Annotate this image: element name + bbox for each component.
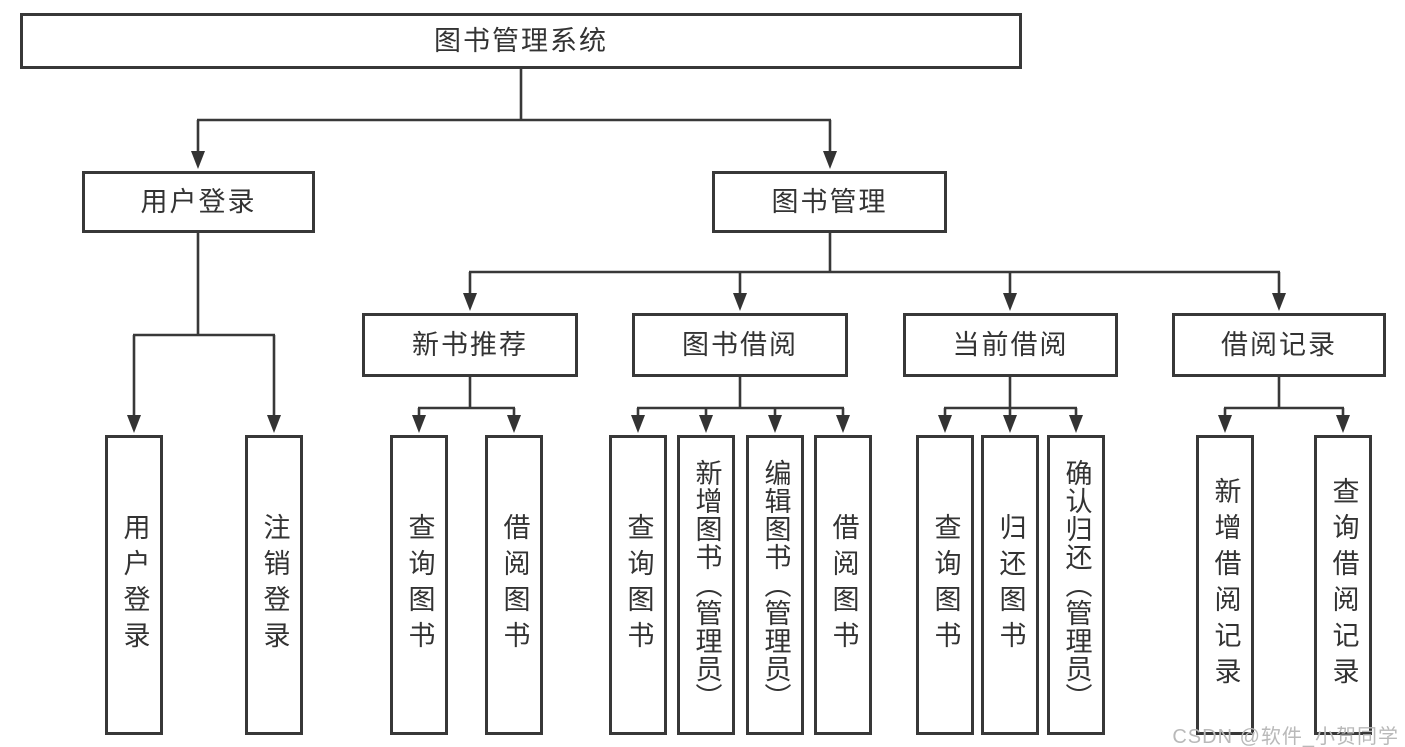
leaf-label: 查询图书: [930, 513, 961, 657]
node-leaf-logout: 注销登录: [245, 435, 303, 735]
leaf-label: 用户登录: [119, 513, 150, 657]
arrowhead-icon: [267, 415, 281, 433]
leaf-label: 新增借阅记录: [1210, 477, 1241, 693]
node-leaf-confirm-return-admin: 确认归还（管理员）: [1047, 435, 1105, 735]
arrowhead-icon: [1336, 415, 1350, 433]
arrowhead-icon: [191, 151, 205, 169]
arrowhead-icon: [1272, 293, 1286, 311]
node-leaf-query-books: 查询图书: [390, 435, 448, 735]
arrowhead-icon: [631, 415, 645, 433]
leaf-label: 确认归还（管理员）: [1061, 459, 1092, 711]
arrowhead-icon: [1069, 415, 1083, 433]
arrowhead-icon: [1218, 415, 1232, 433]
arrowhead-icon: [823, 151, 837, 169]
leaf-label: 借阅图书: [828, 513, 859, 657]
node-borrow-records: 借阅记录: [1172, 313, 1386, 377]
node-book-borrowing: 图书借阅: [632, 313, 848, 377]
node-leaf-query-books: 查询图书: [609, 435, 667, 735]
node-leaf-add-books-admin: 新增图书（管理员）: [677, 435, 735, 735]
leaf-label: 查询图书: [404, 513, 435, 657]
leaf-label: 新增图书（管理员）: [691, 459, 722, 711]
leaf-label: 查询借阅记录: [1328, 477, 1359, 693]
node-leaf-user-login: 用户登录: [105, 435, 163, 735]
leaf-label: 查询图书: [623, 513, 654, 657]
arrowhead-icon: [1003, 293, 1017, 311]
arrowhead-icon: [768, 415, 782, 433]
node-root-system: 图书管理系统: [20, 13, 1022, 69]
node-current-borrowing: 当前借阅: [903, 313, 1118, 377]
leaf-label: 归还图书: [995, 513, 1026, 657]
node-leaf-edit-books-admin: 编辑图书（管理员）: [746, 435, 804, 735]
arrowhead-icon: [412, 415, 426, 433]
node-leaf-query-books: 查询图书: [916, 435, 974, 735]
node-leaf-borrow-books: 借阅图书: [485, 435, 543, 735]
node-user-login: 用户登录: [82, 171, 315, 233]
node-book-management: 图书管理: [712, 171, 947, 233]
leaf-label: 借阅图书: [499, 513, 530, 657]
arrowhead-icon: [463, 293, 477, 311]
node-leaf-return-books: 归还图书: [981, 435, 1039, 735]
node-leaf-query-borrow-record: 查询借阅记录: [1314, 435, 1372, 735]
node-leaf-borrow-books: 借阅图书: [814, 435, 872, 735]
csdn-watermark: CSDN @软件_小贺同学: [1172, 726, 1399, 747]
arrowhead-icon: [836, 415, 850, 433]
leaf-label: 注销登录: [259, 513, 290, 657]
arrowhead-icon: [507, 415, 521, 433]
arrowhead-icon: [127, 415, 141, 433]
arrowhead-icon: [699, 415, 713, 433]
arrowhead-icon: [938, 415, 952, 433]
arrowhead-icon: [733, 293, 747, 311]
node-new-book-recommend: 新书推荐: [362, 313, 578, 377]
leaf-label: 编辑图书（管理员）: [760, 459, 791, 711]
node-leaf-add-borrow-record: 新增借阅记录: [1196, 435, 1254, 735]
arrowhead-icon: [1003, 415, 1017, 433]
